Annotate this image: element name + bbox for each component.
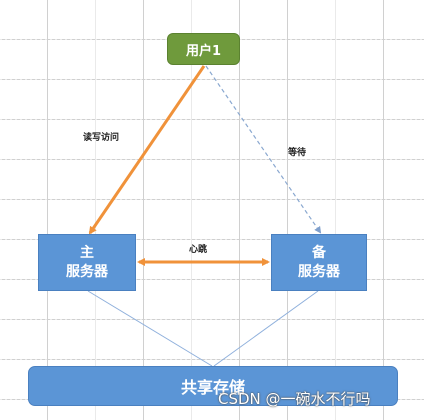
node-primary-server: 主 服务器 <box>38 234 136 291</box>
edge-label-heartbeat: 心跳 <box>189 245 208 255</box>
node-standby-title: 备 <box>312 244 326 261</box>
node-shared-storage: 共享存储 <box>28 366 398 406</box>
node-standby-server: 备 服务器 <box>271 234 367 291</box>
watermark: CSDN @一碗水不行吗 <box>218 390 371 408</box>
edge-standby-to-storage <box>213 290 319 367</box>
edge-primary-to-storage <box>87 290 213 367</box>
node-standby-subtitle: 服务器 <box>298 263 340 280</box>
edge-label-read-write: 读写访问 <box>83 133 120 143</box>
node-primary-title: 主 <box>80 244 94 261</box>
edge-label-waiting: 等待 <box>288 148 307 158</box>
node-user: 用户1 <box>167 33 240 65</box>
node-primary-subtitle: 服务器 <box>66 263 108 280</box>
node-storage-label: 共享存储 <box>180 378 245 397</box>
edge-user-to-primary <box>88 65 206 235</box>
node-user-label: 用户1 <box>185 43 222 59</box>
edge-user-to-standby <box>205 65 322 234</box>
